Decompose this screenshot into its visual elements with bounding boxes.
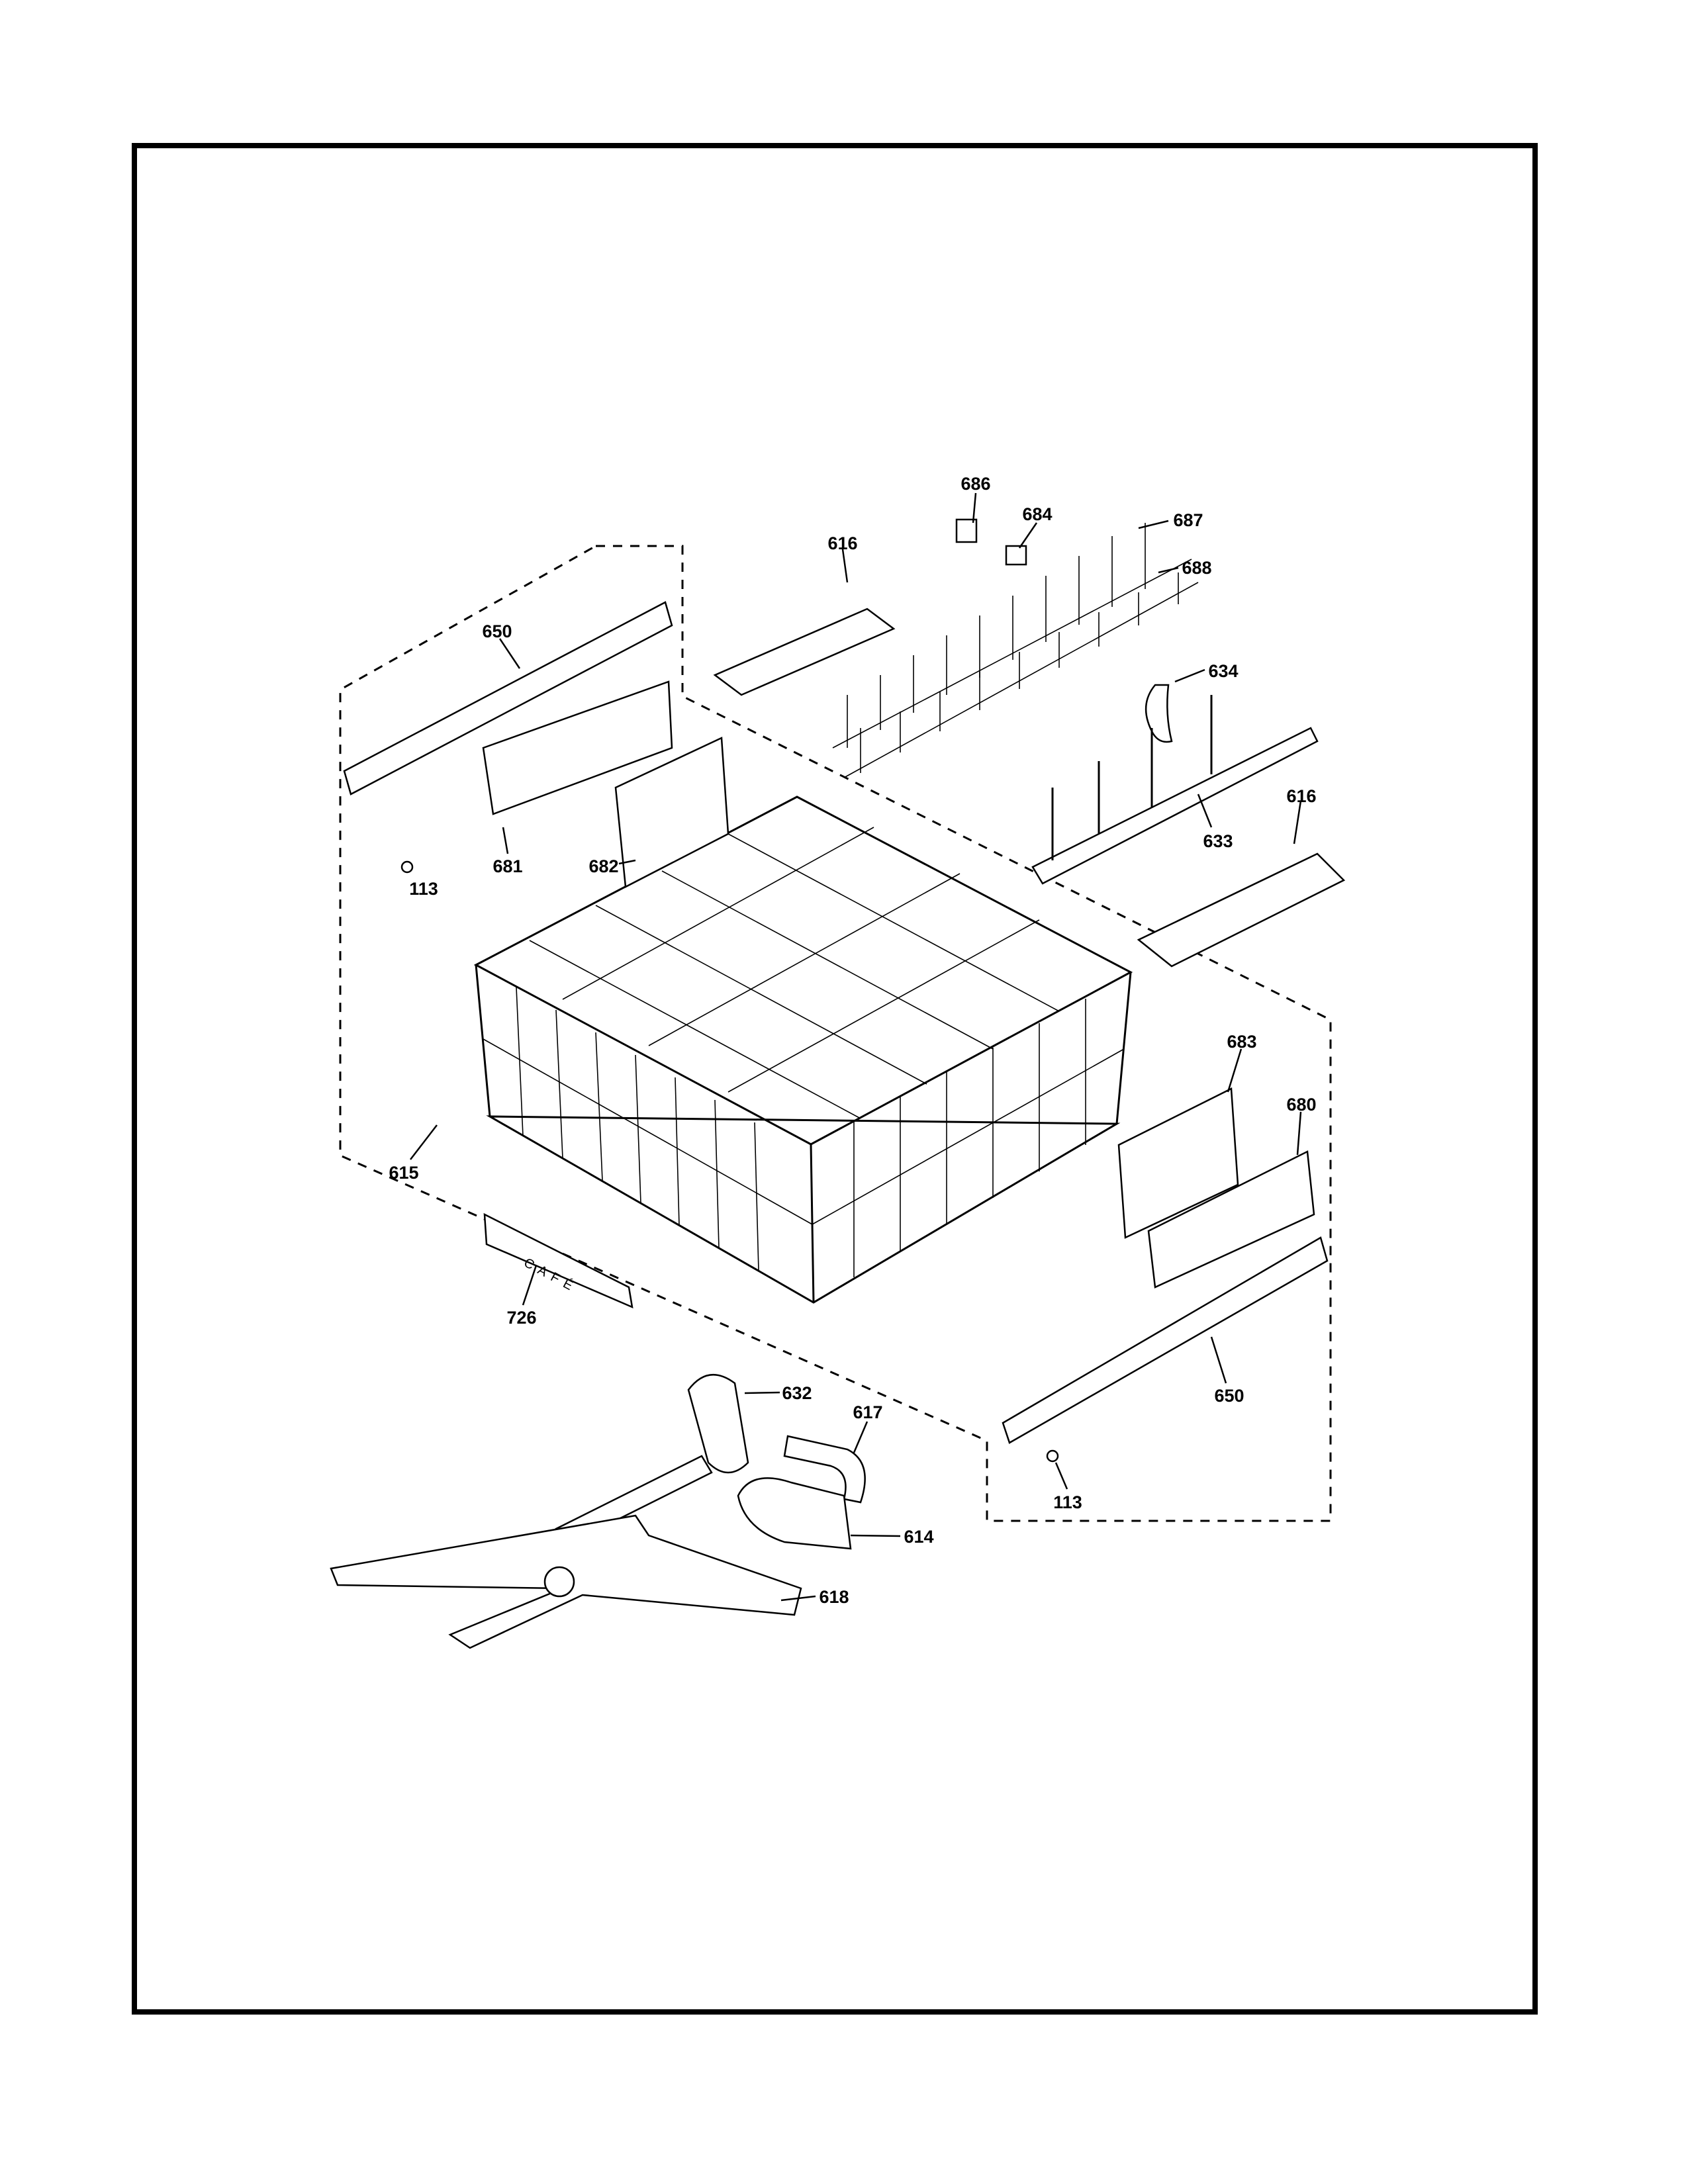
callout-682: 682 [588,856,618,876]
callout-113-left: 113 [409,879,438,899]
callout-labels: 686 684 687 688 616 650 634 616 633 113 … [389,474,1316,1607]
rail-650-left [343,601,673,796]
callout-614: 614 [904,1527,933,1547]
callout-616-right: 616 [1286,786,1316,806]
handle-726: CAFÉ [483,1212,633,1309]
callout-650-left: 650 [482,621,512,641]
lower-spray-arm-618 [330,1514,802,1649]
callout-113-right: 113 [1053,1492,1082,1512]
upper-rack-basket [473,796,1133,1304]
callout-616-top: 616 [827,533,857,553]
rail-bracket-680 [1147,1150,1315,1289]
callout-684: 684 [1022,504,1052,524]
rail-bracket-681 [482,680,673,815]
callout-650-right: 650 [1214,1386,1244,1406]
callout-618: 618 [819,1587,849,1607]
callout-688: 688 [1182,558,1211,578]
page-border [132,143,1538,2015]
cover-682 [614,737,729,888]
callout-615: 615 [389,1163,418,1183]
hose-617 [783,1435,866,1504]
duct-614 [737,1477,852,1550]
tine-holder-616-right [1137,852,1346,968]
rail-650-right [1002,1236,1329,1444]
callout-633: 633 [1203,831,1233,851]
callout-726: 726 [506,1308,536,1328]
spray-tube-632 [555,1373,749,1547]
clip-684 [1005,545,1027,566]
clip-686 [955,518,978,543]
callout-634: 634 [1208,661,1238,681]
screw-113-left [400,860,414,874]
callout-686: 686 [961,474,990,494]
callout-681: 681 [492,856,522,876]
callout-680: 680 [1286,1095,1316,1115]
screw-113-right [1046,1449,1059,1463]
assembly-group-outline [339,545,1332,1522]
callout-632: 632 [782,1383,812,1403]
callout-617: 617 [853,1402,882,1422]
leader-lines [410,492,1302,1602]
cover-683 [1117,1087,1239,1239]
tine-holder-616-left [713,608,896,696]
callout-683: 683 [1227,1032,1256,1052]
stem-bar-633 [1031,695,1319,885]
clip-634 [1145,684,1173,743]
tine-row [832,523,1199,778]
callout-687: 687 [1173,510,1203,530]
